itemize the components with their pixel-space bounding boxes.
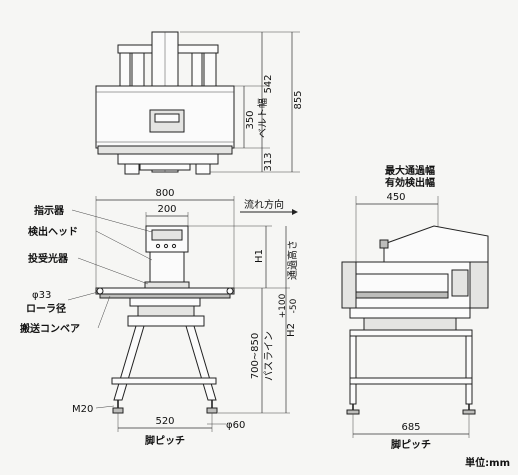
label-indicator: 指示器 xyxy=(34,204,65,217)
belt-frame xyxy=(97,145,233,155)
side-belt xyxy=(355,291,449,299)
dim-313: 313 xyxy=(263,152,274,171)
dim-685: 685 xyxy=(401,422,420,433)
foot-right xyxy=(206,407,218,414)
lower-frame-post xyxy=(124,163,140,175)
eff-detect-width: 有効検出幅 xyxy=(385,176,435,189)
side-crossbar xyxy=(349,377,473,385)
dim-450: 450 xyxy=(386,192,405,203)
indicator-screen xyxy=(151,229,183,241)
dim-520: 520 xyxy=(155,416,174,427)
leg-crossbar xyxy=(111,377,217,385)
label-pass-height: 通過高さ xyxy=(286,240,299,280)
label-head: 検出ヘッド xyxy=(28,225,78,238)
h2-tol-minus: -50 xyxy=(289,298,299,313)
dim-855: 855 xyxy=(293,90,304,109)
label-conveyor: 搬送コンベア xyxy=(20,322,80,335)
belt-width-label: ベルト幅 xyxy=(256,98,269,138)
roller-left xyxy=(96,287,104,295)
conveyor-frame xyxy=(99,293,231,299)
leader-indicator xyxy=(71,209,153,233)
label-phi33: φ33 xyxy=(32,290,51,301)
side-tunnel-left xyxy=(341,261,357,309)
flow-direction: 流れ方向 xyxy=(244,198,284,211)
lower-frame xyxy=(117,153,219,165)
side-leg-right xyxy=(465,331,473,405)
indicator-screen xyxy=(154,113,180,123)
flow-arrowhead xyxy=(292,209,298,215)
side-view: 最大通過幅 有効検出幅 450 685 脚ピッチ xyxy=(341,164,489,451)
dim-200: 200 xyxy=(157,204,176,215)
label-sensor: 投受光器 xyxy=(28,252,69,265)
detection-head xyxy=(149,251,185,283)
leg-left xyxy=(113,325,145,401)
side-head-hood xyxy=(383,225,489,263)
max-pass-width: 最大通過幅 xyxy=(385,164,435,177)
side-tunnel-right xyxy=(469,261,489,309)
side-top-bar xyxy=(349,329,473,337)
pass-line-label: パスライン xyxy=(263,331,275,381)
label-m20: M20 xyxy=(72,404,93,415)
base-body xyxy=(137,305,195,317)
lower-frame-post xyxy=(195,163,211,175)
leg-pitch-side: 脚ピッチ xyxy=(391,438,431,451)
dim-phi60: φ60 xyxy=(226,420,245,431)
front-view: 800 200 流れ方向 xyxy=(20,188,299,447)
indicator-button xyxy=(155,243,161,249)
side-leg-left xyxy=(349,331,357,405)
leader-conveyor xyxy=(97,295,111,329)
top-frame-post xyxy=(191,47,203,87)
label-roller: ローラ径 xyxy=(26,302,66,315)
dim-350: 350 xyxy=(245,110,256,129)
top-frame-post xyxy=(119,47,131,87)
conveyor-belt xyxy=(95,287,235,295)
top-frame-post xyxy=(203,51,217,87)
leg-right xyxy=(185,325,217,401)
leader-head xyxy=(95,230,153,261)
side-panel xyxy=(451,269,469,297)
leader-roller xyxy=(67,291,99,301)
dim-542: 542 xyxy=(263,74,274,93)
base-plate xyxy=(129,297,201,307)
lower-frame-bar xyxy=(139,163,191,171)
h2-tol-plus: +100 xyxy=(278,293,288,318)
dim-800: 800 xyxy=(155,188,174,199)
foot-left xyxy=(112,407,124,414)
base-crossbar xyxy=(127,315,205,327)
side-foot-right xyxy=(462,409,476,415)
top-frame-post xyxy=(131,51,145,87)
leg-pitch-front: 脚ピッチ xyxy=(145,434,185,447)
unit-note: 単位:mm xyxy=(465,456,510,469)
roller-right xyxy=(226,287,234,295)
side-head-knob xyxy=(379,239,389,249)
side-foot-left xyxy=(346,409,360,415)
leader-m20 xyxy=(95,405,115,409)
leader-sensor xyxy=(77,257,149,285)
indicator-button xyxy=(163,243,169,249)
indicator-button xyxy=(171,243,177,249)
label-h1: H1 xyxy=(254,249,265,263)
top-view: 542 855 350 ベルト幅 313 xyxy=(95,31,304,175)
dim-700-850: 700∼850 xyxy=(250,333,261,380)
side-lower-frame xyxy=(349,307,471,319)
label-h2: H2 xyxy=(286,323,297,337)
